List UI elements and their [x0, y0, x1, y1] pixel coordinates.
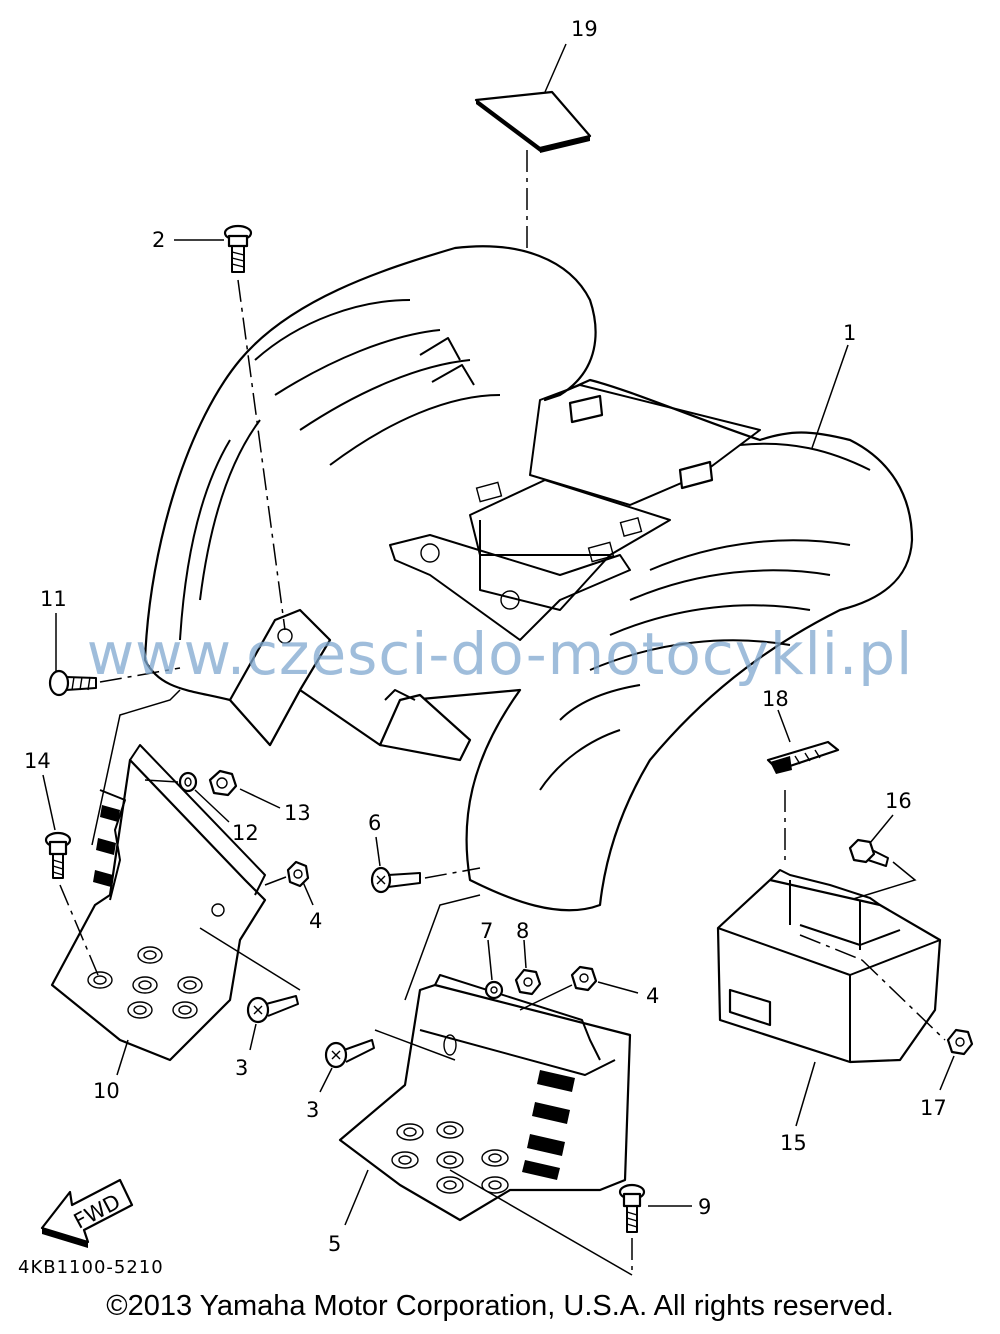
part-12-washer [178, 771, 198, 793]
callout-19: 19 [571, 17, 598, 41]
callout-4-left: 4 [309, 909, 322, 933]
callout-10: 10 [93, 1079, 120, 1103]
part-2-bolt [223, 224, 253, 273]
part-11-screw [48, 669, 97, 697]
callout-1: 1 [843, 321, 856, 345]
leader-4-left [302, 881, 314, 906]
centerline-6 [424, 867, 481, 879]
leader-5-frame [404, 894, 481, 1001]
leader-4-left-b [264, 876, 287, 886]
leader-14 [42, 774, 56, 831]
part-4-nut-left [286, 860, 310, 888]
callout-8: 8 [516, 919, 529, 943]
leader-10 [116, 1039, 129, 1076]
part-8-nut [514, 968, 542, 996]
callout-17: 17 [920, 1096, 947, 1120]
leader-3-right [319, 1067, 333, 1093]
part-5-footrest-right [338, 974, 632, 1222]
part-19-pad [474, 90, 592, 153]
callout-16: 16 [885, 789, 912, 813]
callout-18: 18 [762, 687, 789, 711]
drawing-code: 4KB1100-5210 [18, 1257, 164, 1278]
leader-18 [777, 709, 791, 743]
leader-3-left [249, 1023, 257, 1051]
part-9-bolt [618, 1183, 646, 1233]
part-14-bolt [44, 831, 72, 879]
part-16-screw [848, 838, 889, 867]
part-4-nut-right [570, 965, 598, 992]
leader-16 [869, 814, 894, 844]
copyright-notice: ©2013 Yamaha Motor Corporation, U.S.A. A… [106, 1290, 894, 1322]
leader-1 [811, 344, 849, 449]
callout-11: 11 [40, 587, 67, 611]
part-17-nut [946, 1028, 974, 1056]
leader-6 [375, 836, 381, 867]
part-18-clip [766, 740, 840, 774]
leader-12 [194, 789, 230, 823]
leader-3-left-frame [199, 927, 301, 991]
part-6-screw [370, 866, 421, 894]
leader-19 [544, 43, 567, 93]
leader-4-right [597, 981, 639, 994]
part-7-washer [484, 980, 504, 1000]
callout-5: 5 [328, 1232, 341, 1256]
callout-13: 13 [284, 801, 311, 825]
leader-17 [939, 1055, 955, 1091]
part-3-screw-left [246, 995, 299, 1024]
callout-7: 7 [480, 919, 493, 943]
fwd-arrow-icon: FWD [40, 1178, 134, 1248]
part-1-rear-fender [143, 245, 914, 912]
leader-8 [523, 939, 527, 969]
callout-9: 9 [698, 1195, 711, 1219]
leader-9-frame [449, 1169, 633, 1276]
leader-4-right-b [519, 984, 573, 1011]
part-15-toolbox [716, 869, 946, 1064]
centerline-14 [59, 884, 99, 976]
leader-3-right-frame [374, 1029, 456, 1061]
callout-3-left: 3 [235, 1056, 248, 1080]
part-10-footrest-left [50, 744, 267, 1062]
callout-2: 2 [152, 228, 165, 252]
callout-4-right: 4 [646, 984, 659, 1008]
leader-13 [239, 788, 281, 809]
leader-7 [487, 939, 493, 981]
leader-5 [344, 1169, 369, 1226]
part-3-screw-right [324, 1039, 375, 1069]
leader-15 [795, 1061, 816, 1127]
centerline-2 [237, 279, 286, 631]
part-13-nut [208, 769, 238, 797]
leader-12-frame [144, 779, 179, 783]
callout-6: 6 [368, 811, 381, 835]
centerline-11 [99, 667, 181, 683]
callout-3-right: 3 [306, 1098, 319, 1122]
callout-15: 15 [780, 1131, 807, 1155]
leader-10-frame [91, 689, 181, 846]
watermark: www.czesci-do-motocykli.pl [86, 620, 914, 688]
callout-12: 12 [232, 821, 259, 845]
callout-14: 14 [24, 749, 51, 773]
leader-16-frame [849, 861, 917, 901]
